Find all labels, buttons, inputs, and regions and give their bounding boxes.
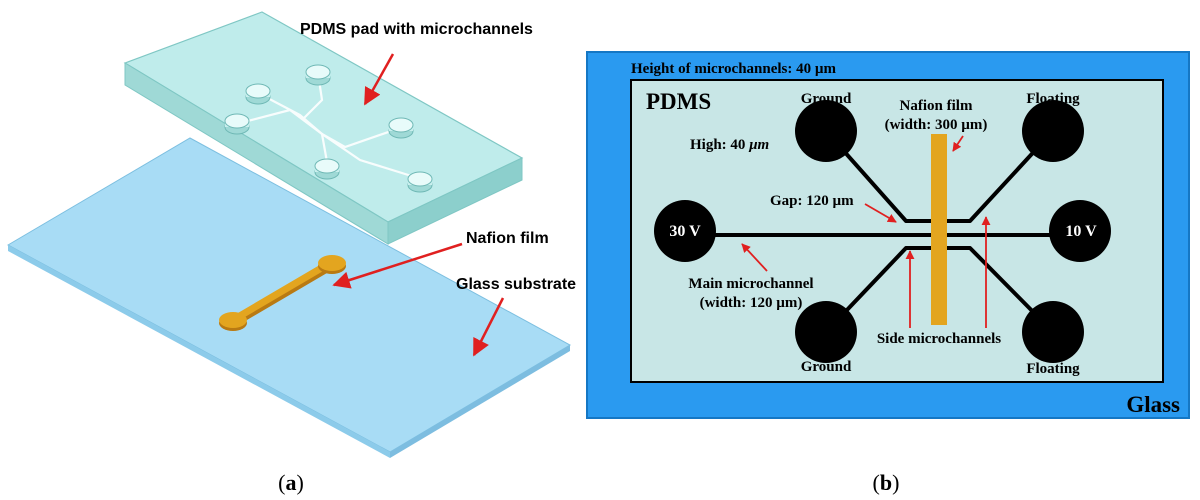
arrow-nafion-film bbox=[332, 242, 463, 289]
arrow-nafion-strip bbox=[952, 135, 964, 152]
label-nafion-width: (width: 300 µm) bbox=[885, 117, 988, 133]
port-bottom-right bbox=[1022, 301, 1084, 363]
ports: 30 V 10 V bbox=[654, 100, 1111, 363]
label-pdms-pad: PDMS pad with microchannels bbox=[300, 21, 533, 38]
port-right bbox=[1049, 200, 1111, 262]
label-main-channel-line2: (width: 120 µm) bbox=[700, 295, 803, 311]
port-top-right bbox=[1022, 100, 1084, 162]
label-pdms: PDMS bbox=[646, 89, 711, 114]
pdms-microchannels bbox=[235, 72, 419, 180]
label-main-channel-line1: Main microchannel bbox=[688, 276, 813, 292]
label-ground-top: Ground bbox=[801, 91, 852, 107]
label-glass-substrate: Glass substrate bbox=[456, 276, 576, 293]
arrow-gap bbox=[864, 203, 897, 223]
caption-b: (b) bbox=[873, 470, 900, 495]
nafion-film-3d bbox=[219, 255, 346, 331]
pdms-pad bbox=[123, 11, 524, 245]
label-glass: Glass bbox=[1126, 392, 1180, 417]
panel-b: 30 V 10 V Height of microchannels: 40 µm… bbox=[586, 51, 1190, 495]
label-floating-top: Floating bbox=[1026, 91, 1080, 107]
label-ground-bottom: Ground bbox=[801, 359, 852, 375]
port-bottom-left bbox=[795, 301, 857, 363]
nafion-film-strip bbox=[931, 134, 947, 325]
panel-a: PDMS pad with microchannels Nafion film … bbox=[6, 11, 576, 495]
port-top-left bbox=[795, 100, 857, 162]
port-left bbox=[654, 200, 716, 262]
port-right-voltage: 10 V bbox=[1065, 223, 1097, 240]
label-gap: Gap: 120 µm bbox=[770, 193, 854, 209]
arrow-main-channel bbox=[741, 243, 768, 272]
label-nafion-film: Nafion film bbox=[466, 230, 549, 247]
port-left-voltage: 30 V bbox=[669, 223, 701, 240]
caption-a: (a) bbox=[278, 470, 304, 495]
pdms-wells bbox=[224, 64, 433, 193]
label-nafion-title: Nafion film bbox=[900, 98, 973, 114]
arrow-pdms-pad bbox=[363, 53, 395, 106]
label-side-microchannels: Side microchannels bbox=[877, 331, 1001, 347]
label-floating-bottom: Floating bbox=[1026, 361, 1080, 377]
label-high: High: 40 μm bbox=[690, 137, 769, 153]
arrow-glass-substrate bbox=[472, 297, 505, 357]
label-channel-height: Height of microchannels: 40 µm bbox=[631, 61, 837, 77]
